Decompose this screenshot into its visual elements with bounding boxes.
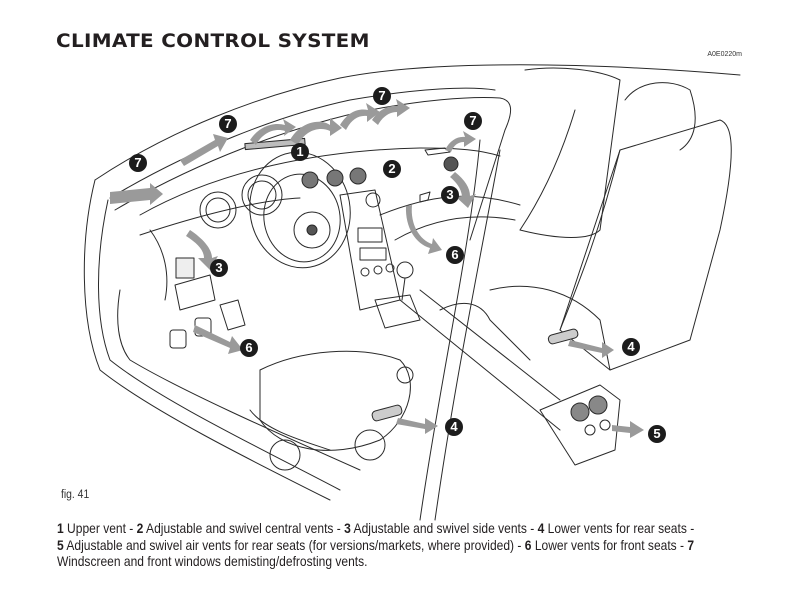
callout-7-windscreen-center: 7: [373, 87, 391, 105]
arrow-7-left-window: [110, 183, 163, 205]
pedal-clutch: [169, 329, 187, 349]
instrument-gauge-left: [199, 191, 237, 229]
rear-vent-right: [588, 395, 608, 415]
center-console: [339, 189, 401, 311]
page-title: CLIMATE CONTROL SYSTEM: [56, 30, 370, 52]
callout-6-right-footwell: 6: [446, 246, 464, 264]
callout-3-right-side-vent: 3: [441, 186, 459, 204]
central-vent-3: [349, 167, 367, 185]
handbrake: [439, 302, 531, 361]
caption-item-2-number: 2: [136, 520, 144, 536]
caption-item-1-number: 1: [57, 520, 64, 536]
arrow-7-windscreen-center-3: [340, 103, 380, 130]
arrow-4-left: [396, 418, 438, 434]
arrow-7-right-window: [445, 131, 476, 152]
caption-item-6-number: 6: [524, 536, 532, 553]
passenger-seat-cushion: [489, 285, 611, 371]
pedal-accelerator: [219, 299, 246, 331]
door-sill: [98, 199, 341, 491]
caption-separator: -: [526, 520, 538, 536]
caption-separator: -: [333, 520, 345, 536]
arrow-5: [612, 421, 644, 438]
caption-item-4-text: Lower vents for rear seats: [547, 520, 687, 536]
callout-7-right-window: 7: [464, 112, 482, 130]
arrow-7-windscreen-center-1: [250, 119, 296, 145]
arrow-4-right: [568, 340, 614, 358]
caption-item-6-text: Lower vents for front seats: [534, 536, 677, 553]
driver-seat: [259, 350, 411, 451]
image-code: A0E0220m: [707, 51, 742, 58]
arrow-3-right: [450, 172, 476, 208]
callout-4-rear-lower-right: 4: [622, 338, 640, 356]
caption-item-7-text: Windscreen and front windows demisting/d…: [57, 553, 368, 569]
sill-inner: [117, 289, 361, 471]
callout-4-rear-lower-left: 4: [445, 418, 463, 436]
steering-wheel: [249, 151, 351, 269]
callout-1-upper-vent: 1: [291, 143, 309, 161]
central-vent-1: [301, 171, 319, 189]
callout-6-left-footwell: 6: [240, 339, 258, 357]
callout-5-rear-console-vents: 5: [648, 425, 666, 443]
central-vent-2: [326, 169, 344, 187]
caption-item-5-text: Adjustable and swivel air vents for rear…: [66, 536, 515, 553]
arrow-7-windscreen-left: [180, 134, 228, 166]
front-seat-headrest: [624, 82, 696, 151]
front-seat-back: [519, 67, 621, 238]
callout-7-left-window: 7: [129, 154, 147, 172]
caption-item-3-text: Adjustable and swivel side vents: [353, 520, 527, 536]
caption-item-3-number: 3: [344, 520, 351, 536]
arrow-7-windscreen-center-4: [372, 99, 410, 125]
caption-item-1-text: Upper vent: [67, 520, 126, 536]
steering-hub: [293, 211, 331, 249]
caption-item-7-number: 7: [687, 536, 695, 553]
arrow-6-right: [405, 205, 442, 254]
callout-2-central-vents: 2: [383, 160, 401, 178]
arrow-7-windscreen-center-2: [290, 118, 342, 145]
instrument-gauge-right: [241, 174, 283, 216]
callout-3-left-side-vent: 3: [210, 259, 228, 277]
airflow-arrows: [110, 99, 644, 438]
rear-lower-vent-right: [547, 328, 579, 345]
upper-vent: [244, 137, 306, 151]
figure-label: fig. 41: [61, 489, 90, 501]
a-pillar: [83, 179, 331, 501]
dashboard-lower: [139, 197, 301, 236]
caption-separator: -: [125, 520, 137, 536]
figure-caption: 1 Upper vent - 2 Adjustable and swivel c…: [57, 520, 788, 570]
roof-line: [94, 64, 741, 181]
gear-knob: [396, 261, 414, 279]
dashboard-top: [139, 147, 501, 216]
rear-lower-vent-left: [371, 404, 403, 422]
caption-separator: -: [676, 536, 688, 553]
caption-separator: -: [514, 536, 525, 553]
arrow-6-left: [193, 325, 243, 354]
callout-7-windscreen-left: 7: [219, 115, 237, 133]
caption-separator: -: [686, 520, 695, 536]
right-dash-vent: [443, 156, 459, 172]
rear-vent-left: [570, 402, 590, 422]
rear-console: [539, 384, 621, 466]
caption-item-4-number: 4: [537, 520, 545, 536]
windscreen-top: [109, 87, 496, 199]
passenger-seat-back: [559, 119, 732, 371]
caption-item-5-number: 5: [57, 536, 64, 553]
caption-item-2-text: Adjustable and swivel central vents: [146, 520, 334, 536]
arrow-3-left: [186, 230, 218, 270]
